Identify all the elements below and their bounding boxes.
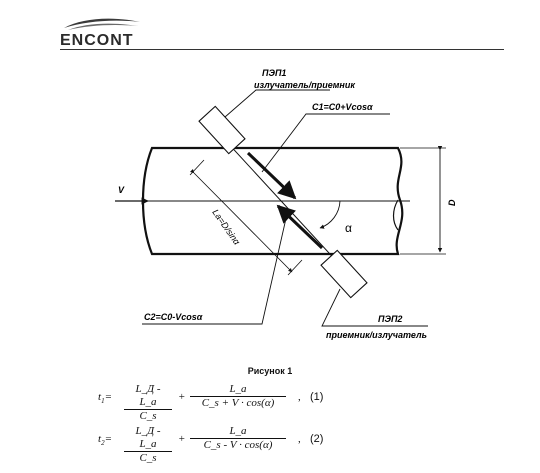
flowmeter-diagram: La=D/sinα α ПЭП1 излучатель/приемник C1=… bbox=[115, 68, 457, 340]
formula-1-frac1: L_Д - L_a C_s bbox=[124, 383, 172, 423]
formula-1-number: (1) bbox=[310, 391, 324, 403]
formula-2: t2= L_Д - L_a C_s + L_a C_s - V · cos(α)… bbox=[98, 425, 438, 464]
la-label: La=D/sinα bbox=[210, 207, 242, 247]
logo-text: ENCONT bbox=[60, 32, 134, 49]
pep2-leader bbox=[321, 288, 428, 327]
formula-2-comma: , bbox=[298, 433, 301, 445]
transducer-pep1 bbox=[198, 105, 246, 155]
c1-label: C1=C0+Vcosα bbox=[312, 102, 373, 112]
pep1-title: ПЭП1 bbox=[262, 68, 286, 78]
la-dimension-line bbox=[190, 169, 293, 273]
c2-direction-arrow bbox=[276, 204, 324, 250]
formula-2-frac1: L_Д - L_a C_s bbox=[124, 425, 172, 465]
c2-label: C2=C0-Vcosα bbox=[144, 312, 203, 322]
pipe-right-cut bbox=[392, 199, 399, 231]
pep2-subtitle: приемник/излучатель bbox=[326, 330, 427, 340]
c1-leader bbox=[261, 113, 390, 173]
diameter-label: D bbox=[447, 199, 457, 206]
formula-1: t1= L_Д - L_a C_s + L_a C_s + V · cos(α)… bbox=[98, 383, 438, 422]
formula-1-lhs: t1= bbox=[98, 391, 112, 406]
transducer-pep2 bbox=[320, 249, 368, 299]
formula-1-plus: + bbox=[178, 391, 186, 403]
formula-1-frac2: L_a C_s + V · cos(α) bbox=[190, 383, 286, 410]
formula-2-plus: + bbox=[178, 433, 186, 445]
pipe-outline bbox=[141, 146, 404, 256]
la-ext-bottom bbox=[287, 259, 303, 276]
alpha-label: α bbox=[345, 221, 352, 235]
header-rule bbox=[60, 49, 504, 50]
formula-1-comma: , bbox=[298, 391, 301, 403]
velocity-label: V bbox=[118, 185, 125, 195]
c2-leader bbox=[142, 213, 288, 325]
pep2-title: ПЭП2 bbox=[378, 314, 402, 324]
pep1-subtitle: излучатель/приемник bbox=[254, 80, 355, 90]
alpha-arc bbox=[319, 200, 341, 229]
formula-2-lhs: t2= bbox=[98, 433, 112, 448]
la-ext-top bbox=[189, 159, 205, 176]
formula-2-number: (2) bbox=[310, 433, 324, 445]
pep1-leader bbox=[224, 89, 330, 118]
formula-2-frac2: L_a C_s - V · cos(α) bbox=[190, 425, 286, 452]
figure-caption: Рисунок 1 bbox=[247, 366, 293, 376]
encont-logo-swoosh-icon bbox=[64, 18, 140, 30]
